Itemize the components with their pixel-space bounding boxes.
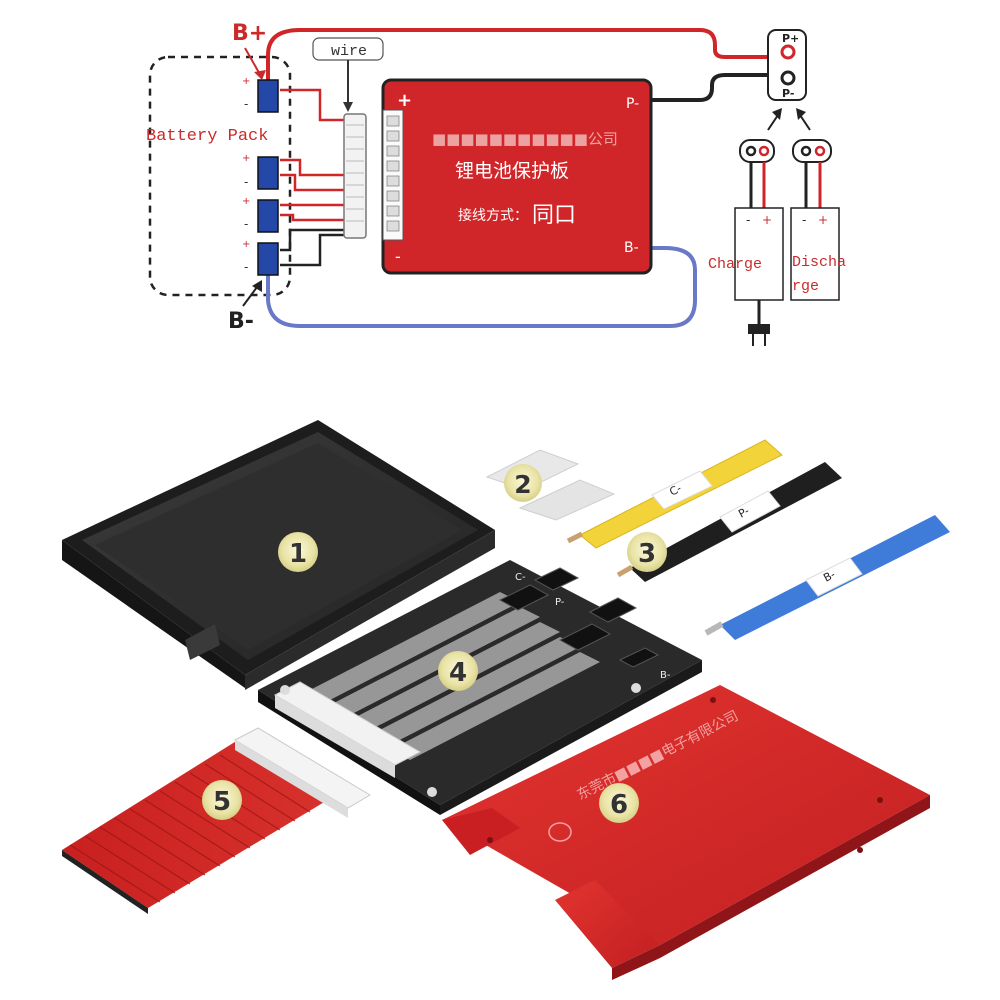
battery-cells: + - + - + - + - xyxy=(242,76,279,276)
svg-text:+: + xyxy=(242,196,250,207)
output-wires: C- P- B- xyxy=(566,439,950,640)
p-plus-terminal xyxy=(780,44,796,60)
badge-5: 5 xyxy=(202,780,242,820)
battery-pack-outline xyxy=(148,55,292,297)
svg-text:1: 1 xyxy=(289,539,307,569)
board-title-line: 锂电池保护板 xyxy=(455,160,569,182)
wire-label-c-minus: C- xyxy=(667,482,683,499)
svg-text:-: - xyxy=(244,97,248,111)
board-p-minus-label: P- xyxy=(626,96,639,112)
part-badges: 1 2 3 4 5 6 xyxy=(202,464,667,823)
balance-wires xyxy=(280,88,350,222)
badge-2: 2 xyxy=(504,464,542,502)
board-company-line: ■■■■■■■■■■■公司 xyxy=(432,130,618,148)
svg-text:-: - xyxy=(746,213,750,227)
load-device: - + Discha rge xyxy=(790,139,846,301)
board-wiring-label: 接线方式： xyxy=(458,207,528,224)
svg-text:-: - xyxy=(802,213,806,227)
board-wiring-value: 同口 xyxy=(532,203,576,228)
badge-3: 3 xyxy=(627,532,667,572)
svg-text:+: + xyxy=(242,153,250,164)
charge-label: Charge xyxy=(708,256,762,273)
p-terminal-block xyxy=(767,29,807,101)
board-minus-label: - xyxy=(395,247,401,266)
board-plus-label: + xyxy=(397,90,412,111)
battery-pack-label: Battery Pack xyxy=(146,127,268,146)
discharge-label-1: Discha xyxy=(792,254,846,271)
svg-text:-: - xyxy=(244,260,248,274)
p-minus-terminal xyxy=(780,70,796,86)
svg-text:+: + xyxy=(762,213,772,227)
cover-logo xyxy=(548,822,572,842)
svg-text:5: 5 xyxy=(213,787,231,817)
pcb-label-c-minus: C- xyxy=(515,572,526,583)
bms-pcb: C- P- B- xyxy=(258,560,702,815)
svg-text:4: 4 xyxy=(449,658,467,688)
board-socket xyxy=(382,109,404,241)
wiring-diagram: Battery Pack + - + - + xyxy=(146,21,846,346)
svg-text:-: - xyxy=(244,175,248,189)
svg-text:+: + xyxy=(818,213,828,227)
wire-tag-label: wire xyxy=(331,43,367,60)
badge-1: 1 xyxy=(278,532,318,572)
pcb-label-p-minus: P- xyxy=(555,597,565,608)
b-minus-wire xyxy=(266,246,697,328)
badge-4: 4 xyxy=(438,651,478,691)
p-minus-wire xyxy=(650,73,785,102)
pcb-label-b-minus: B- xyxy=(660,670,671,681)
svg-text:2: 2 xyxy=(514,470,531,499)
b-plus-label: B+ xyxy=(232,21,267,46)
charger-device: - + Charge xyxy=(708,139,784,346)
wire-label-b-minus: B- xyxy=(821,568,837,585)
p-plus-label: P+ xyxy=(782,32,799,45)
p-minus-label: P- xyxy=(782,87,794,100)
b-minus-label: B- xyxy=(228,309,254,334)
svg-text:+: + xyxy=(242,239,250,250)
discharge-label-2: rge xyxy=(792,278,819,295)
svg-text:-: - xyxy=(244,217,248,231)
board-b-minus-label: B- xyxy=(624,240,639,256)
balance-plug xyxy=(343,113,367,239)
badge-6: 6 xyxy=(599,783,639,823)
balance-ribbon-cable xyxy=(62,727,371,914)
svg-text:6: 6 xyxy=(610,790,628,820)
svg-text:+: + xyxy=(242,76,250,87)
b-plus-wire xyxy=(266,28,785,83)
svg-text:3: 3 xyxy=(638,539,656,569)
